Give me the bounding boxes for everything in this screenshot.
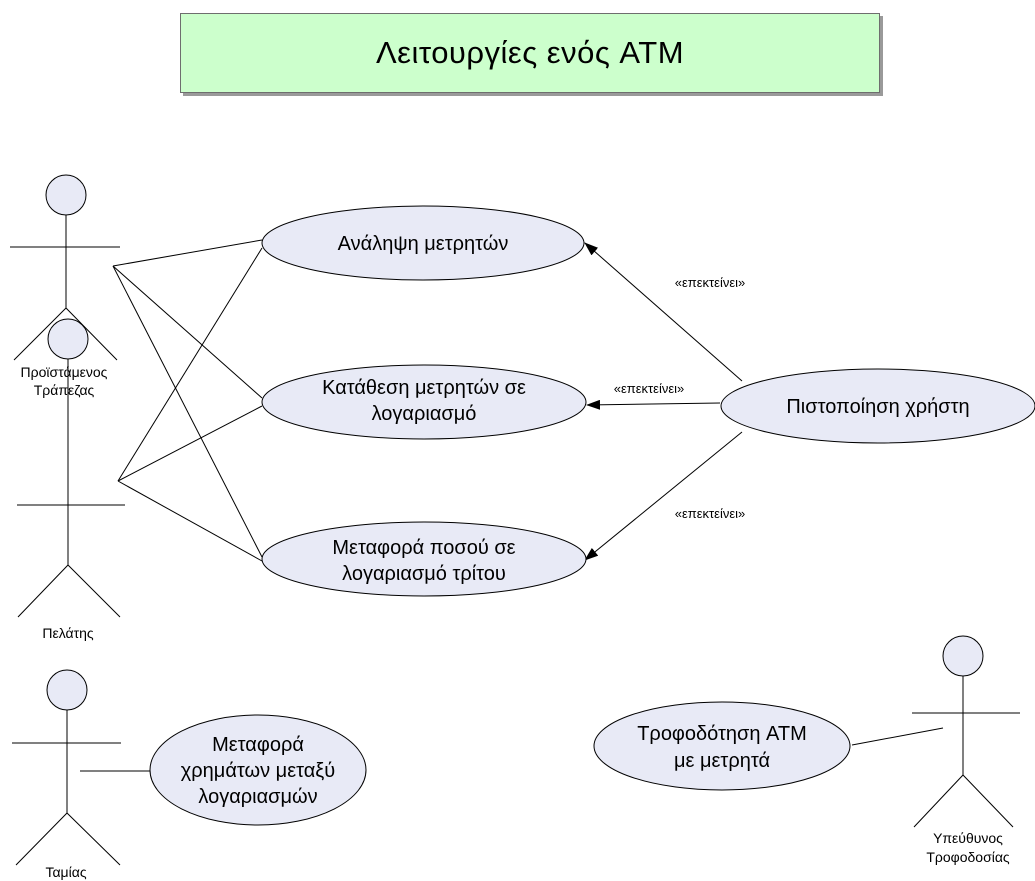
usecase-transfer-accounts-label-line1: Μεταφορά [212, 734, 304, 756]
assoc-customer-deposit [117, 405, 263, 482]
assoc-customer-withdraw [117, 247, 263, 482]
assoc-manager-withdraw [112, 239, 263, 267]
usecase-supply-atm: Τροφοδότηση ATM με μετρητά [593, 701, 851, 791]
extend-arrow-transfer [584, 431, 743, 561]
usecase-deposit: Κατάθεση μετρητών σε λογαριασμό [261, 364, 587, 440]
actor-cashier-label: Ταμίας [45, 864, 86, 880]
usecase-authenticate: Πιστοποίηση χρήστη [720, 368, 1035, 444]
assoc-supply-officer-supply [851, 727, 944, 746]
usecase-transfer-accounts: Μεταφορά χρημάτων μεταξύ λογαριασμών [149, 714, 367, 826]
actor-cashier-head [46, 669, 88, 711]
usecase-transfer-third-label-line1: Μεταφορά ποσού σε [332, 537, 515, 559]
usecase-authenticate-label: Πιστοποίηση χρήστη [786, 396, 969, 418]
assoc-customer-transfer [117, 480, 263, 562]
actor-manager-label-line1: Προϊστάμενος [21, 364, 108, 380]
extend-label-withdraw: «επεκτείνει» [675, 275, 746, 290]
usecase-transfer-accounts-label-line2: χρημάτων μεταξύ [181, 760, 335, 782]
usecase-transfer-accounts-label-line3: λογαριασμών [198, 786, 317, 808]
usecase-deposit-label-line1: Κατάθεση μετρητών σε [322, 377, 526, 399]
actor-cashier: Ταμίας [12, 669, 121, 880]
usecase-withdraw-label: Ανάληψη μετρητών [338, 233, 509, 255]
actor-manager: Προϊστάμενος Τράπεζας [10, 174, 120, 398]
usecase-transfer-third: Μεταφορά ποσού σε λογαριασμό τρίτου [261, 521, 587, 597]
actor-supply-officer-label-line1: Υπεύθυνος [933, 830, 1003, 846]
diagram-title: Λειτουργίες ενός ATM [180, 13, 880, 93]
actor-manager-head [45, 174, 87, 216]
actor-customer-head [47, 318, 89, 360]
extend-arrow-deposit [586, 399, 721, 410]
usecase-supply-atm-label-line2: με μετρητά [674, 750, 770, 772]
actor-customer: Πελάτης [17, 318, 125, 641]
usecase-supply-atm-label-line1: Τροφοδότηση ATM [637, 723, 807, 745]
usecase-transfer-third-label-line2: λογαριασμό τρίτου [342, 563, 506, 585]
assoc-manager-transfer [112, 265, 263, 558]
assoc-manager-deposit [112, 265, 263, 399]
extend-label-transfer: «επεκτείνει» [675, 506, 746, 521]
actor-supply-officer-label-line2: Τροφοδοσίας [926, 849, 1010, 865]
usecase-withdraw: Ανάληψη μετρητών [261, 205, 585, 281]
actor-customer-label: Πελάτης [42, 625, 94, 641]
usecase-deposit-label-line2: λογαριασμό [372, 403, 477, 425]
extend-arrow-withdraw [584, 242, 743, 382]
actor-supply-officer: Υπεύθυνος Τροφοδοσίας [912, 635, 1020, 865]
extend-label-deposit: «επεκτείνει» [614, 381, 685, 396]
actor-manager-label-line2: Τράπεζας [34, 382, 95, 398]
actor-supply-officer-head [942, 635, 984, 677]
